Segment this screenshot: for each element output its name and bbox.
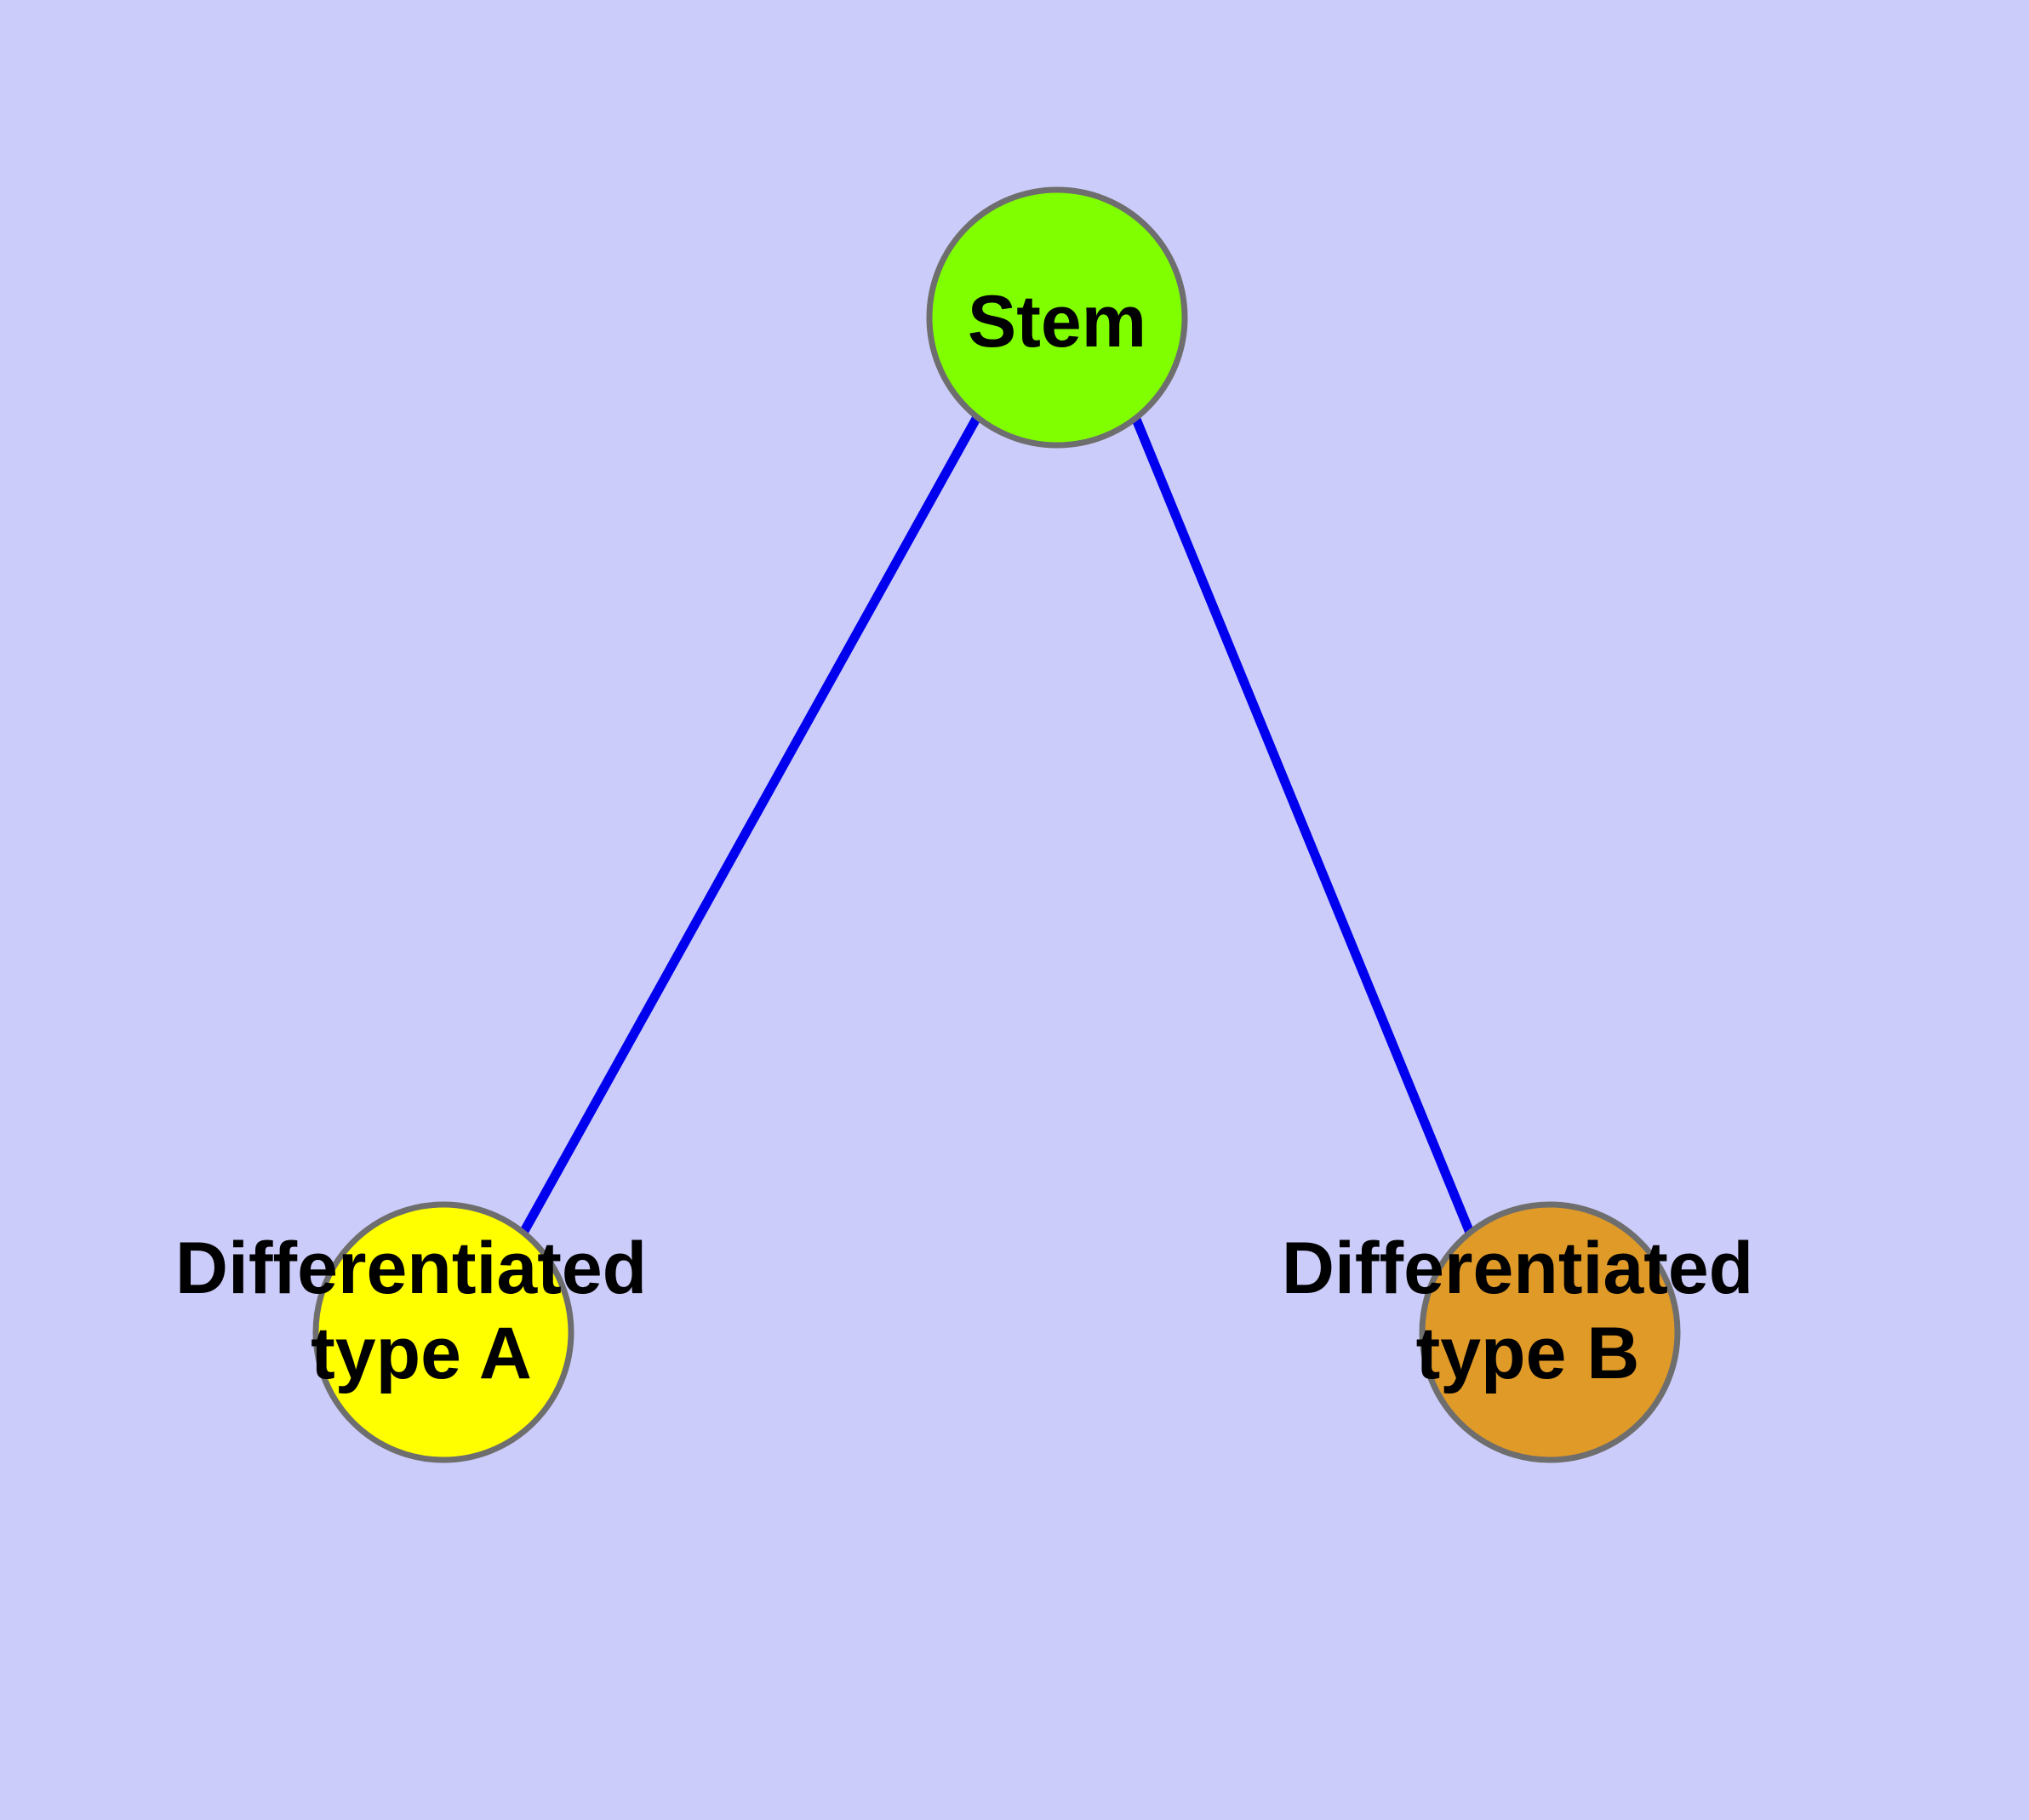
node-diff-a-label: Differentiated type A [175, 1228, 667, 1394]
node-diff-b-label-line-2: type B [1416, 1313, 1640, 1394]
node-diff-b-label-line-1: Differentiated [1282, 1228, 1753, 1309]
node-stem-label: Stem [968, 281, 1146, 363]
node-diff-a-label-line-1: Differentiated [175, 1228, 647, 1309]
node-diff-b[interactable] [1419, 1201, 1681, 1463]
edges-group [519, 415, 1475, 1235]
nodes-group [312, 186, 1681, 1463]
edge-stem-to-diff-b [1130, 415, 1475, 1235]
edge-stem-to-diff-a [519, 415, 981, 1235]
node-diff-a-circle[interactable] [312, 1201, 574, 1463]
node-stem[interactable] [926, 186, 1188, 449]
node-stem-label-line-1: Stem [968, 281, 1146, 363]
node-stem-circle[interactable] [926, 186, 1188, 449]
labels-group: Stem Differentiated type A Differentiate… [175, 281, 1774, 1394]
node-diff-b-label: Differentiated type B [1282, 1228, 1774, 1394]
node-diff-b-circle[interactable] [1419, 1201, 1681, 1463]
node-diff-a-label-line-2: type A [311, 1313, 532, 1394]
node-diff-a[interactable] [312, 1201, 574, 1463]
